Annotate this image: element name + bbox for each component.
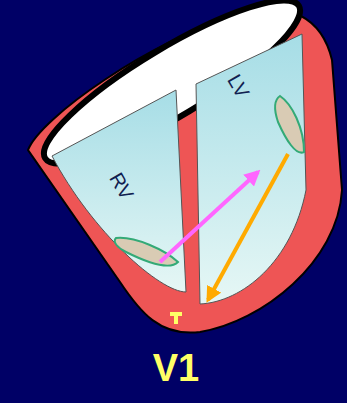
depolarization-arrow (208, 154, 288, 300)
lateral-muscle (275, 96, 304, 153)
lead-label: V1 (153, 349, 199, 387)
depolarization-arrow (160, 172, 258, 262)
electrode-symbol (170, 314, 182, 324)
left-ventricle-cavity (196, 34, 306, 304)
right-ventricle-cavity (52, 90, 186, 292)
